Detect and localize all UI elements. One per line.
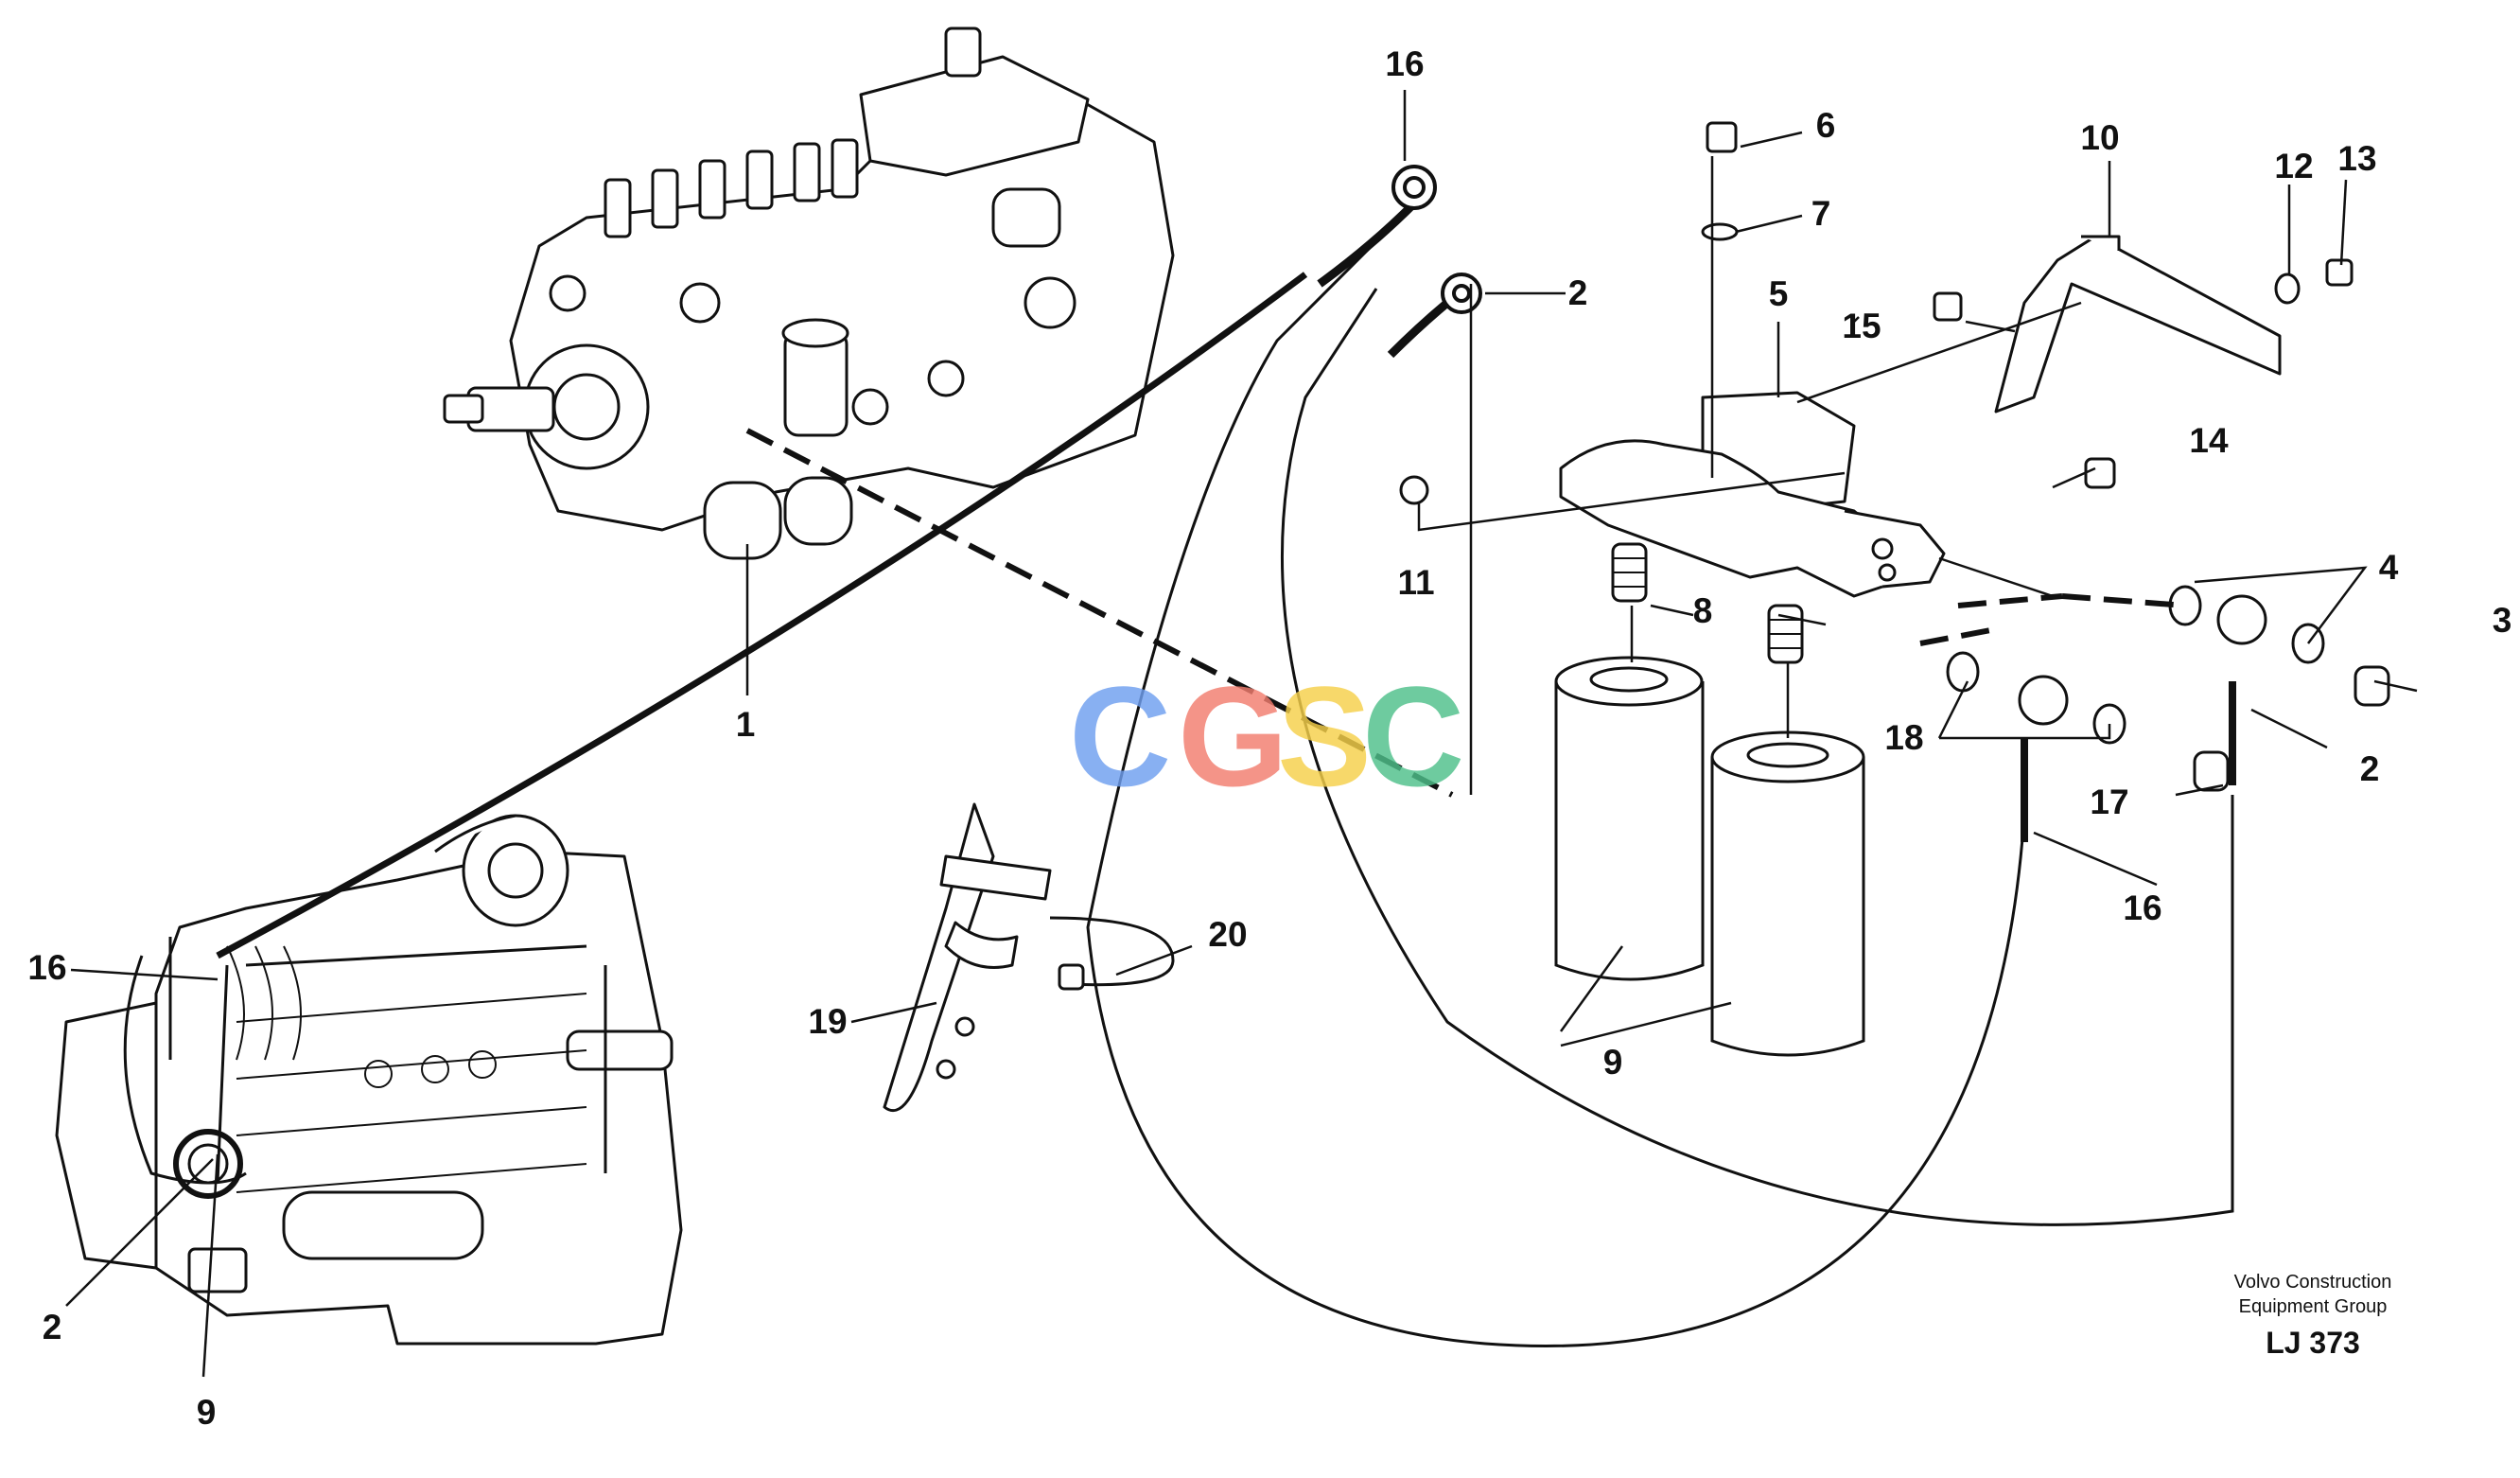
callout-13: 13	[2337, 139, 2376, 178]
callout-2-right: 2	[2360, 749, 2380, 788]
credit-block: Volvo Construction Equipment Group LJ 37…	[2234, 1272, 2392, 1360]
watermark-letter-3: S	[1277, 657, 1372, 816]
credit-line-1: Volvo Construction	[2234, 1272, 2392, 1293]
watermark: C G S C	[1069, 657, 1464, 816]
callout-19: 19	[808, 1002, 847, 1041]
fuel-filters	[1554, 656, 1865, 1057]
filter-head	[1559, 391, 1946, 598]
reference-number: LJ 373	[2266, 1326, 2360, 1360]
callout-9-engine: 9	[197, 1393, 217, 1432]
clamps	[883, 802, 1175, 1113]
watermark-letter-4: C	[1362, 657, 1464, 816]
callout-15: 15	[1842, 307, 1881, 345]
callout-1: 1	[736, 705, 756, 744]
pump-injector-outlets	[604, 138, 859, 238]
callout-2-engine: 2	[43, 1308, 62, 1346]
banjo-fittings	[1391, 165, 1482, 314]
fuel-hoses	[123, 200, 2236, 1347]
injection-pump	[443, 26, 1175, 560]
callout-7: 7	[1811, 194, 1831, 233]
callout-18: 18	[1884, 718, 1923, 757]
callout-10: 10	[2080, 118, 2119, 157]
part-callouts: 16 6 7 2 5 10 12 13 15 14 11 4 3 8 1 2 1…	[27, 44, 2511, 1432]
callout-8: 8	[1693, 591, 1713, 630]
callout-6: 6	[1816, 106, 1836, 145]
callout-11: 11	[1397, 563, 1434, 602]
dashed-connectors	[745, 428, 2186, 798]
watermark-letter-2: G	[1178, 657, 1288, 816]
callout-14: 14	[2189, 421, 2229, 460]
mounting-bracket	[1994, 235, 2282, 413]
engine-details	[173, 945, 587, 1199]
credit-line-2: Equipment Group	[2239, 1296, 2388, 1317]
callout-16-engine: 16	[27, 948, 66, 987]
callout-3: 3	[2493, 601, 2512, 640]
hardware	[1399, 121, 2390, 792]
callout-4: 4	[2379, 548, 2399, 587]
callout-20: 20	[1208, 915, 1247, 954]
callout-16-top: 16	[1385, 44, 1424, 83]
callout-9-filters: 9	[1603, 1043, 1623, 1082]
leader-lines	[65, 90, 2418, 1378]
callout-16-right: 16	[2123, 889, 2161, 927]
callout-5: 5	[1769, 274, 1789, 313]
engine	[55, 814, 683, 1346]
callout-17: 17	[2090, 783, 2128, 821]
callout-12: 12	[2274, 147, 2313, 185]
callout-2-top: 2	[1568, 273, 1588, 312]
watermark-letter-1: C	[1069, 657, 1171, 816]
